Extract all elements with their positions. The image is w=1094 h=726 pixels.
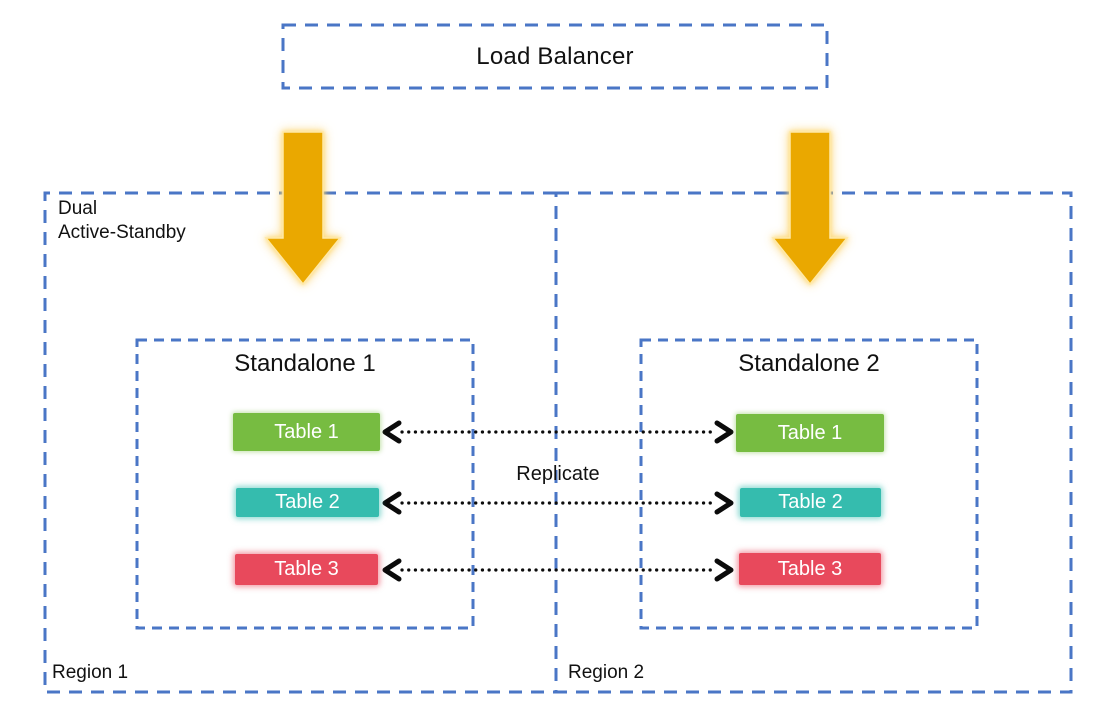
down-arrow-icon-right xyxy=(771,131,849,286)
table-chip-standalone2-table1: Table 1 xyxy=(736,414,884,452)
standalone-1-box xyxy=(135,338,475,630)
table-chip-standalone2-table3: Table 3 xyxy=(739,553,881,585)
load-balancer-label: Load Balancer xyxy=(476,42,634,70)
table-chip-standalone1-table1: Table 1 xyxy=(233,413,380,451)
region-1-label: Region 1 xyxy=(52,662,129,683)
standalone-2-box xyxy=(639,338,979,630)
cluster-label: Dual Active-Standby xyxy=(58,197,186,245)
standalone-1-title: Standalone 1 xyxy=(234,350,376,377)
replicate-arrow-table-1 xyxy=(382,420,734,444)
region-1-box xyxy=(43,191,556,694)
table-chip-standalone1-table3: Table 3 xyxy=(235,554,378,585)
down-arrow-icon-left xyxy=(264,131,342,286)
cluster-label-line2: Active-Standby xyxy=(58,222,186,243)
load-balancer-box xyxy=(281,23,829,90)
replicate-arrow-table-3 xyxy=(382,558,734,582)
replicate-arrow-table-2 xyxy=(382,491,734,515)
replicate-label: Replicate xyxy=(516,463,600,485)
standalone-2-title: Standalone 2 xyxy=(738,350,880,377)
region-2-label: Region 2 xyxy=(568,662,645,683)
cluster-label-line1: Dual xyxy=(58,198,98,219)
table-chip-standalone1-table2: Table 2 xyxy=(236,488,379,517)
table-chip-standalone2-table2: Table 2 xyxy=(740,488,881,517)
